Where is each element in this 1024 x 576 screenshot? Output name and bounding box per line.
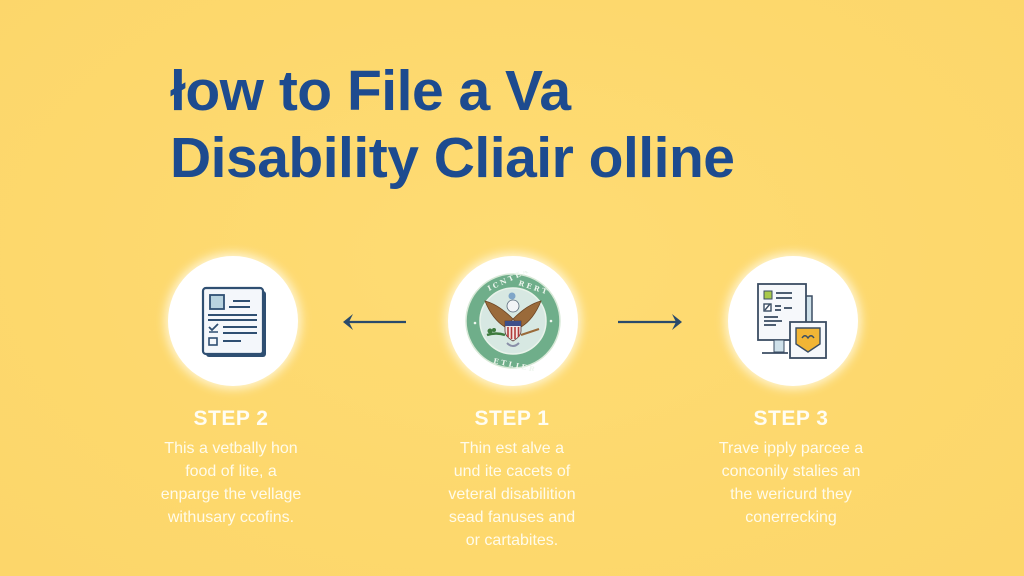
step-1-description: Thin est alve a und ite cacets of vetera… [402, 437, 622, 552]
step-3-line: the wericurd they [730, 486, 852, 503]
step-2-line: food of lite, a [185, 463, 277, 480]
step-3-description: Trave ipply parcee a conconily stalies a… [681, 437, 901, 529]
step-2-icon-circle [168, 256, 298, 386]
eagle-seal-icon: I C N T E A R E R T E T L I E R [465, 271, 561, 371]
title-line-1: łow to File a Va [170, 59, 571, 123]
step-1-icon-circle: I C N T E A R E R T E T L I E R [448, 256, 578, 386]
step-3-line: Trave ipply parcee a [718, 440, 864, 457]
step-3-line: conconily stalies an [721, 463, 861, 480]
step-3-block: STEP 3 Trave ipply parcee a conconily st… [681, 407, 901, 529]
step-2-label: STEP 2 [193, 407, 269, 430]
step-2-line: This a vetbally hon [164, 440, 298, 457]
title-line-2: Disability Cliair olline [170, 126, 735, 190]
step-1-line: sead fanuses and [448, 509, 576, 526]
arrow-right-icon [618, 314, 682, 330]
step-2-line: withusary ccofins. [167, 509, 295, 526]
step-1-label: STEP 1 [474, 407, 550, 430]
step-1-block: STEP 1 Thin est alve a und ite cacets of… [402, 407, 622, 552]
step-2-line: enparge the vellage [160, 486, 302, 503]
arrow-left-icon [343, 314, 406, 330]
step-1-line: or cartabites. [465, 532, 559, 549]
checklist-shield-icon [757, 283, 827, 359]
step-3-line: conerrecking [745, 509, 837, 526]
step-1-line: und ite cacets of [453, 463, 571, 480]
step-1-line: veteral disabilition [448, 486, 576, 503]
step-2-block: STEP 2 This a vetbally hon food of lite,… [121, 407, 341, 529]
step-2-description: This a vetbally hon food of lite, a enpa… [121, 437, 341, 529]
page-title: łow to File a Va Disability Cliair ollin… [170, 58, 735, 192]
step-3-icon-circle [728, 256, 858, 386]
step-3-label: STEP 3 [753, 407, 829, 430]
document-form-icon [201, 286, 266, 357]
step-1-line: Thin est alve a [459, 440, 565, 457]
